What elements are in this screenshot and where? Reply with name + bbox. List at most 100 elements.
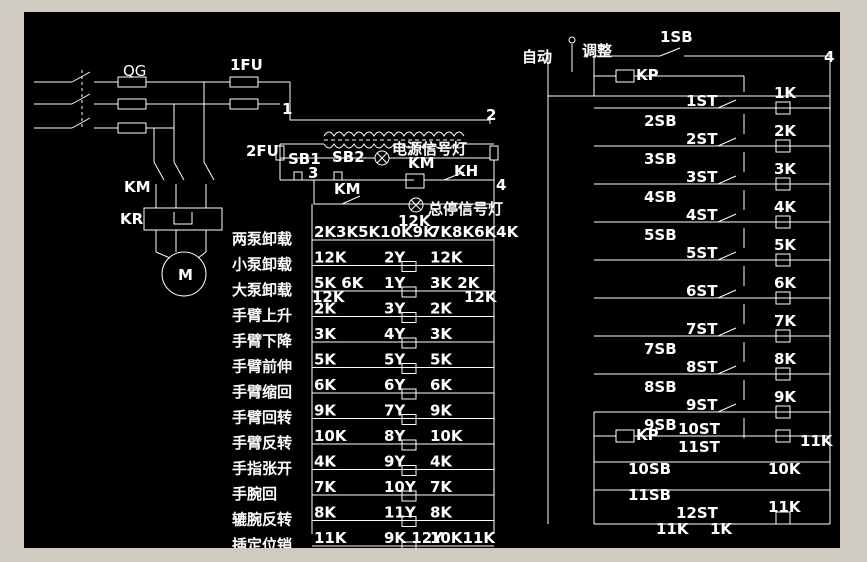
sb10-label: 10SB <box>628 460 671 478</box>
row-label: 插定位销 <box>232 536 292 548</box>
row-contact-b: 3K 2K <box>430 274 481 292</box>
row-coil-label: 6Y <box>384 376 406 394</box>
sb-label: 5SB <box>644 226 677 244</box>
row-contact-a: 5K <box>314 351 337 369</box>
row-coil <box>401 363 417 374</box>
row-coil-label: 5Y <box>384 351 406 369</box>
row-label: 两泵卸载 <box>232 230 292 248</box>
auto-label: 自动 <box>522 48 552 66</box>
row-coil <box>401 439 417 451</box>
k1-label: 1K <box>710 520 733 538</box>
row-contact-b: 12K <box>430 249 464 267</box>
st-label: 8ST <box>686 358 718 376</box>
fu2-label: 2FU <box>246 142 279 160</box>
circuit-diagram: QG 1FU 1 2 KM KR M <box>34 28 834 548</box>
row-coil <box>401 286 417 298</box>
row-label: 大泵卸载 <box>232 281 292 299</box>
row-contact-b: 2K <box>430 300 453 318</box>
row-contact-b: 9K <box>430 402 453 420</box>
st-label: 4ST <box>686 206 718 224</box>
node-3-label: 3 <box>308 164 318 182</box>
power-lamp-label: 电源信号灯 <box>392 140 467 158</box>
row-coil-label: 7Y <box>384 402 406 420</box>
sb1-label: SB1 <box>288 150 321 168</box>
sb-label: 8SB <box>644 378 677 396</box>
row-contact-b: 6K <box>430 376 453 394</box>
row-contact-b: 3K <box>430 325 453 343</box>
row-label: 手臂前伸 <box>232 358 292 376</box>
k10-label: 10K <box>768 460 802 478</box>
row-contact-a: 3K <box>314 325 337 343</box>
step-coil <box>775 101 791 115</box>
k11-label: 11K <box>800 432 834 450</box>
row-coil-label: 3Y <box>384 300 406 318</box>
row-label: 手臂反转 <box>232 434 292 452</box>
k12-b-label: 12K <box>464 288 498 306</box>
row-label: 手臂缩回 <box>232 383 292 401</box>
sb-label: 9SB <box>644 416 677 434</box>
st-contact <box>717 175 737 185</box>
st-label: 1ST <box>686 92 718 110</box>
row-contact-a: 2K3K5K10K9K <box>314 223 436 241</box>
row-contact-b: 10K11K <box>430 529 496 547</box>
power-circuit: QG 1FU 1 2 KM KR M <box>34 56 496 297</box>
step-coil <box>775 177 791 191</box>
row-contact-b: 4K <box>430 453 453 471</box>
row-contact-a: 12K <box>314 249 348 267</box>
km-contact-label: KM <box>334 180 361 198</box>
row-contact-a: 4K <box>314 453 337 471</box>
km-label: KM <box>124 178 151 196</box>
k-label: 3K <box>774 160 797 178</box>
k12-top-label: 12K <box>398 212 432 230</box>
sb1r-label: 1SB <box>660 28 693 46</box>
st-contact <box>717 137 737 147</box>
row-coil <box>401 490 417 502</box>
row-coil <box>401 388 417 400</box>
row-coil <box>401 414 417 425</box>
k-label: 7K <box>774 312 797 330</box>
k-label: 6K <box>774 274 797 292</box>
k-label: 2K <box>774 122 797 140</box>
row-contact-a: 7K <box>314 478 337 496</box>
step-coil <box>775 329 791 343</box>
k-label: 9K <box>774 388 797 406</box>
row-coil-label: 2Y <box>384 249 406 267</box>
row-coil-label: 9K 12Y <box>384 529 444 547</box>
st-label: 5ST <box>686 244 718 262</box>
st10-label: 10ST <box>678 420 721 438</box>
kr-label: KR <box>120 210 144 228</box>
row-contact-a: 8K <box>314 504 337 522</box>
drawing-canvas[interactable]: QG 1FU 1 2 KM KR M <box>24 12 840 548</box>
row-label: 手腕回 <box>232 485 277 503</box>
row-coil-label: 1Y <box>384 274 406 292</box>
step-coil <box>775 215 791 229</box>
step-coil <box>775 139 791 153</box>
row-coil-label: 10Y <box>384 478 417 496</box>
row-coil-label: 8Y <box>384 427 406 445</box>
sb2-label: SB2 <box>332 148 365 166</box>
motor-label: M <box>178 266 193 284</box>
sb-label: 4SB <box>644 188 677 206</box>
row-contact-b: 8K <box>430 504 453 522</box>
st-label: 9ST <box>686 396 718 414</box>
row-coil <box>401 312 417 323</box>
stop-lamp-label: 总停信号灯 <box>428 200 503 218</box>
row-label: 小泵卸载 <box>232 256 292 274</box>
row-contact-a: 9K <box>314 402 337 420</box>
st-contact <box>717 403 737 413</box>
row-contact-a: 6K <box>314 376 337 394</box>
fu1-label: 1FU <box>230 56 263 74</box>
row-contact-b: 5K <box>430 351 453 369</box>
row-coil <box>401 541 417 548</box>
st11-label: 11ST <box>678 438 721 456</box>
st-contact <box>717 365 737 375</box>
k-label: 8K <box>774 350 797 368</box>
row-contact-b: 10K <box>430 427 464 445</box>
row-contact-a: 11K <box>314 529 348 547</box>
st-label: 6ST <box>686 282 718 300</box>
row-label: 辘腕反转 <box>232 511 292 529</box>
step-coil <box>775 367 791 381</box>
node-2-label: 2 <box>486 106 496 124</box>
row-coil <box>401 465 417 476</box>
